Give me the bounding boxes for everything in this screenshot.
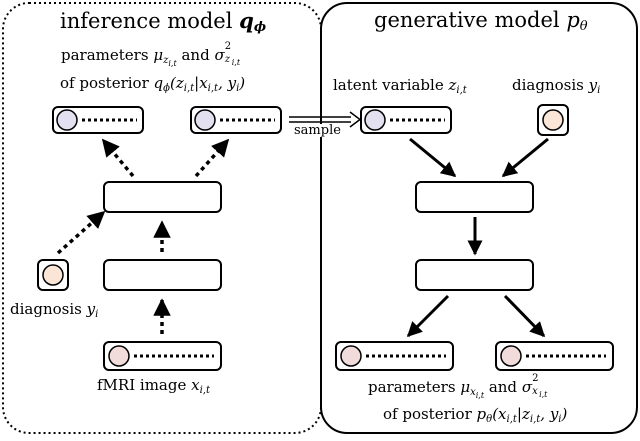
posterior-tail: , y	[540, 405, 559, 423]
fmri-input-bar	[103, 341, 222, 371]
diagnosis-sub: i	[597, 85, 601, 96]
inference-title-symbol: q	[239, 8, 254, 33]
arrow-layer2-to-param2	[194, 138, 230, 178]
diagnosis-node-icon	[542, 109, 564, 131]
posterior-given-sub: i,t	[207, 83, 219, 94]
diagnosis-node-icon	[42, 264, 64, 286]
generative-title-symbol-sub: θ	[579, 19, 588, 34]
right-params-line2: of posterior pθ(xi,t|zi,t, yi)	[383, 407, 567, 425]
encoder-layer-1	[103, 259, 222, 291]
mu-sub: z	[163, 55, 169, 66]
posterior-given-sub: i,t	[529, 414, 541, 425]
and-text: and	[488, 378, 518, 396]
posterior-args-sub: i,t	[183, 83, 195, 94]
left-diagnosis-node	[37, 259, 69, 291]
inference-title: inference model qϕ	[60, 10, 266, 34]
latent-node-icon	[364, 109, 386, 131]
diagnosis-var: y	[588, 76, 598, 94]
encoder-layer-2	[103, 181, 222, 213]
diagnosis-sub: i	[95, 309, 99, 320]
sample-text: sample	[294, 123, 341, 138]
right-param-bar-1	[335, 341, 454, 371]
arrow-decoder2-to-output1	[406, 294, 450, 338]
arrow-latent-to-decoder1	[409, 137, 457, 178]
fmri-label: fMRI image xi,t	[97, 378, 210, 396]
posterior-given: |x	[194, 74, 208, 92]
sigma-subsub: i,t	[231, 58, 241, 67]
posterior-close: )	[561, 405, 568, 423]
latent-sub: i,t	[456, 85, 467, 96]
posterior-tail-sub: i	[236, 83, 240, 94]
generative-title-text: generative model	[374, 8, 560, 32]
left-params-line2: of posterior qϕ(zi,t|xi,t, yi)	[60, 76, 245, 94]
latent-text: latent variable	[333, 76, 444, 94]
sigma-symbol: σ	[521, 378, 533, 396]
left-diagnosis-label: diagnosis yi	[10, 302, 98, 320]
generative-title-symbol: p	[566, 8, 580, 32]
latent-node-icon	[194, 109, 216, 131]
generative-title: generative model pθ	[374, 8, 588, 34]
right-param-bar-2	[495, 341, 614, 371]
inference-title-text: inference model	[60, 9, 233, 33]
mu-subsub: i,t	[475, 391, 485, 400]
posterior-given: |z	[516, 405, 530, 423]
posterior-args: (z	[169, 74, 184, 92]
and-text: and	[181, 46, 210, 64]
fmri-sub: i,t	[199, 385, 210, 396]
arrow-diagnosis-to-decoder1	[501, 137, 549, 178]
posterior-args: (x	[492, 405, 507, 423]
right-diagnosis-node	[537, 104, 569, 136]
fmri-var: x	[191, 376, 200, 394]
sigma-subsub: i,t	[539, 390, 548, 399]
mu-subsub: i,t	[168, 59, 177, 68]
of-posterior-text: of posterior	[383, 405, 472, 423]
diagnosis-text: diagnosis	[10, 300, 82, 318]
sigma-sub: z	[224, 54, 230, 65]
q-sub: ϕ	[163, 83, 170, 94]
decoder-layer-1	[415, 181, 534, 213]
latent-label: latent variable zi,t	[333, 78, 467, 96]
params-prefix: parameters	[61, 46, 149, 64]
posterior-close: )	[239, 74, 246, 92]
left-param-bar-2	[190, 106, 282, 134]
decoder-layer-2	[415, 259, 534, 291]
posterior-tail-sub: i	[558, 414, 562, 425]
sigma-symbol: σ	[214, 46, 225, 64]
arrow-decoder2-to-output2	[503, 294, 546, 338]
p-symbol: p	[476, 405, 487, 423]
q-symbol: q	[153, 74, 164, 92]
diagnosis-var: y	[86, 300, 96, 318]
p-sub: θ	[486, 414, 493, 425]
mu-symbol: μ	[153, 46, 164, 64]
latent-node-icon	[56, 109, 78, 131]
latent-variable-bar	[360, 106, 452, 134]
fmri-node-icon	[340, 345, 362, 367]
posterior-args-sub: i,t	[506, 414, 517, 425]
fmri-node-icon	[108, 345, 130, 367]
latent-var: z	[448, 76, 457, 94]
sigma-sup: 2	[224, 41, 232, 52]
of-posterior-text: of posterior	[60, 74, 149, 92]
fmri-text: fMRI image	[97, 376, 187, 394]
diagnosis-text: diagnosis	[512, 76, 584, 94]
left-param-bar-1	[52, 106, 144, 134]
sigma-sup: 2	[532, 373, 539, 384]
right-diagnosis-label: diagnosis yi	[512, 78, 600, 96]
inference-title-symbol-sub: ϕ	[253, 20, 267, 35]
params-prefix: parameters	[368, 378, 456, 396]
mu-symbol: μ	[460, 378, 471, 396]
sample-label: sample	[294, 124, 341, 137]
arrow-diagnosis-to-layer2	[56, 210, 106, 255]
sigma-sub: x	[532, 386, 538, 397]
posterior-tail: , y	[218, 74, 237, 92]
fmri-node-icon	[500, 345, 522, 367]
mu-sub: x	[470, 387, 476, 398]
